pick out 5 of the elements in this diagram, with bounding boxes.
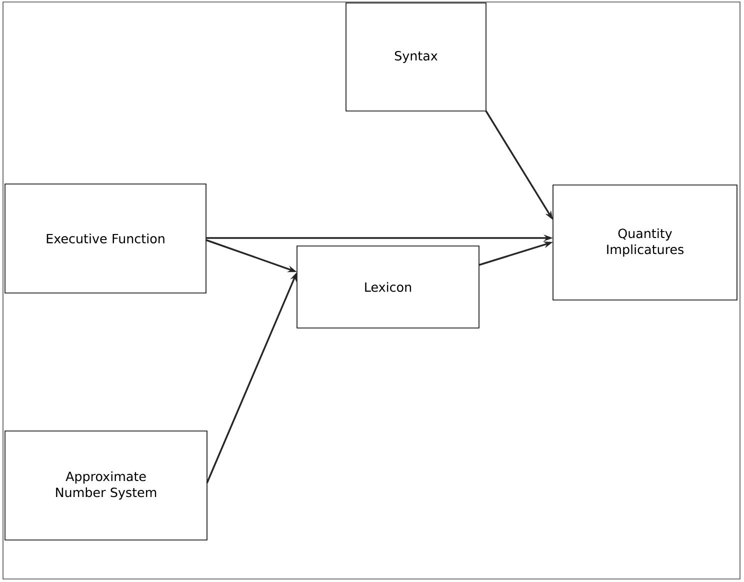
process-box: Approximate Number System bbox=[4, 430, 208, 540]
process-box: Lexicon bbox=[296, 246, 480, 328]
process-box: Quantity Implicatures bbox=[552, 184, 738, 300]
process-box: Executive Function bbox=[4, 184, 206, 294]
process-box: Syntax bbox=[346, 2, 486, 112]
